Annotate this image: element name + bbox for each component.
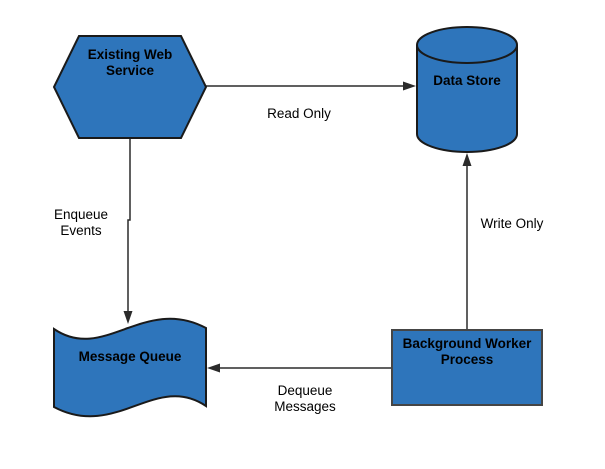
arrowhead-icon [462,153,472,166]
arrowhead-icon [403,81,416,91]
node-existing-web-service[interactable] [52,35,208,139]
node-background-worker[interactable] [391,329,543,406]
edge-enqueue-events-line[interactable] [127,139,131,312]
edge-enqueue-events[interactable] [123,139,133,324]
arrowhead-icon [207,363,220,373]
hexagon-shape[interactable] [52,35,208,139]
cylinder-body[interactable] [416,45,518,153]
cylinder-top[interactable] [416,26,518,64]
edge-read-only[interactable] [206,81,416,91]
rectangle-shape[interactable] [391,329,543,406]
arrowhead-icon [123,311,133,324]
edge-dequeue-messages[interactable] [207,363,391,373]
node-data-store[interactable] [416,26,518,153]
node-message-queue[interactable] [53,317,207,418]
edge-write-only[interactable] [462,153,472,329]
wave-shape[interactable] [53,317,207,418]
